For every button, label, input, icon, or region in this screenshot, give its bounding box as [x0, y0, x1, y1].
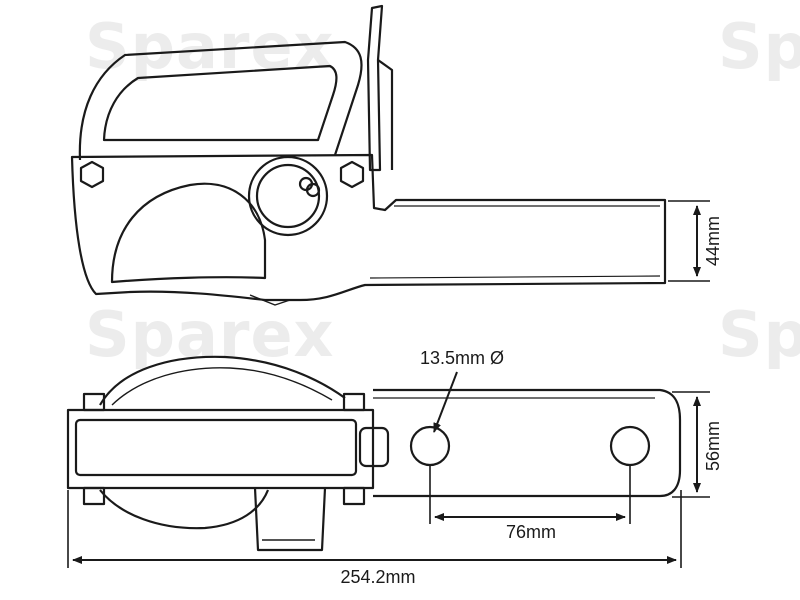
body-block-inner — [74, 418, 358, 477]
dim-56mm — [672, 391, 710, 498]
lever — [366, 4, 384, 172]
dim-254mm-label: 254.2mm — [340, 567, 415, 587]
latch-handle-window — [102, 64, 338, 142]
watermark-right-edge: Sparex — [718, 10, 800, 83]
dim-254mm — [67, 490, 682, 568]
dim-44mm-label: 44mm — [703, 216, 723, 266]
side-view — [70, 4, 667, 306]
spring-end — [358, 426, 390, 468]
dim-76mm-label: 76mm — [506, 522, 556, 542]
mount-hole-2 — [609, 425, 651, 467]
body-block — [66, 408, 375, 490]
dim-44mm — [668, 200, 710, 282]
body-plate — [70, 153, 667, 302]
top-view — [66, 355, 682, 552]
hook-jaw — [110, 182, 267, 284]
hex-nut-left — [79, 160, 105, 189]
watermark-middle: Sparex — [85, 298, 335, 371]
jaw-arc-top — [99, 355, 346, 406]
latch-handle — [78, 40, 363, 161]
hex-nut-right — [339, 160, 365, 189]
dim-hole-label: 13.5mm Ø — [420, 348, 504, 368]
jaw-arc-bottom — [99, 489, 270, 530]
pivot-boss-outer — [247, 155, 329, 237]
pivot-boss-inner — [255, 163, 321, 229]
lower-lug — [253, 487, 327, 552]
arm-plate — [373, 388, 682, 498]
dim-hole-leader — [433, 371, 458, 433]
dim-56mm-label: 56mm — [703, 421, 723, 471]
dim-76mm — [429, 465, 631, 524]
mount-hole-1 — [409, 425, 451, 467]
watermark-right-edge-2: Sparex — [718, 298, 800, 371]
watermark-top-left: Sparex — [85, 10, 335, 83]
